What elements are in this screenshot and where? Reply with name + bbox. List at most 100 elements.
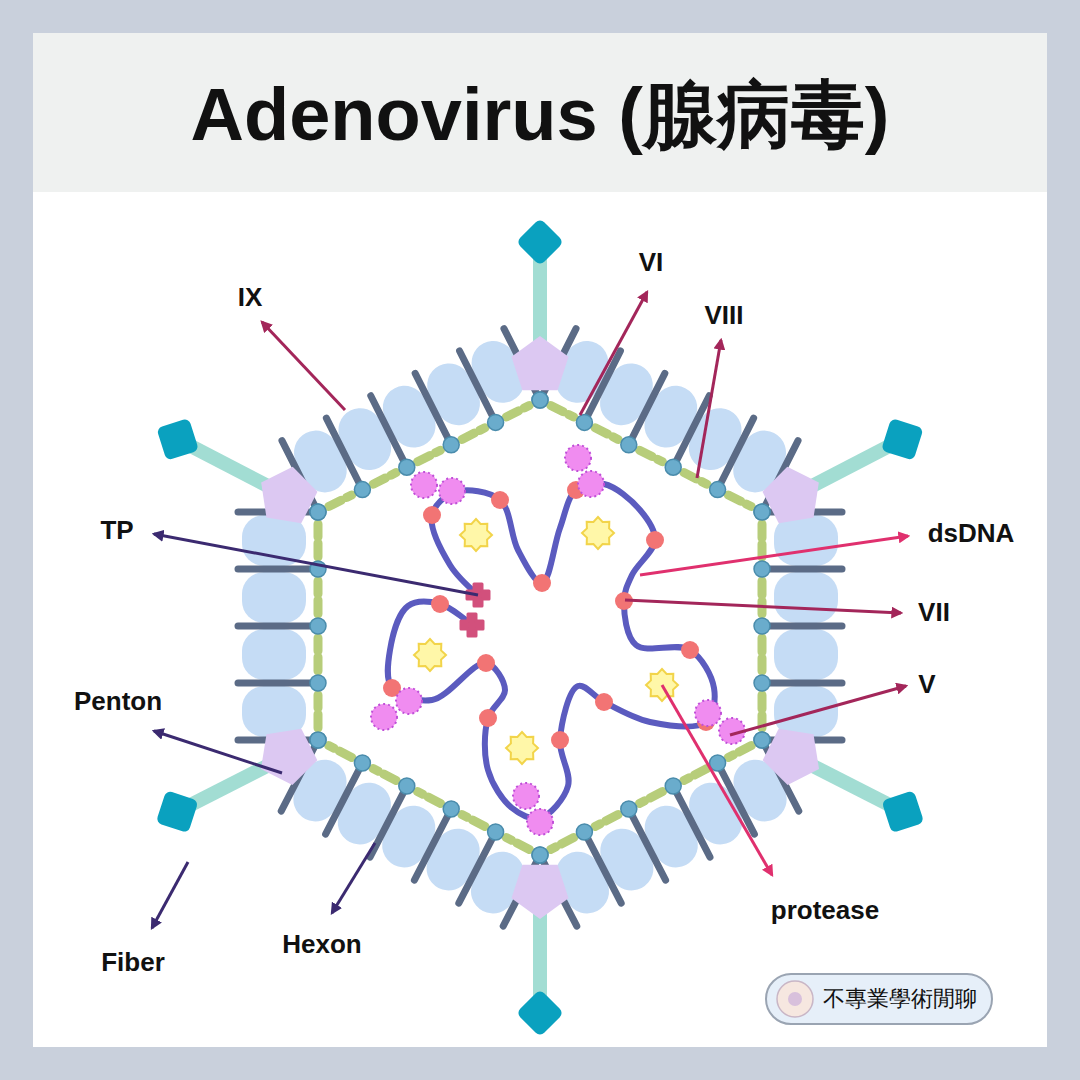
leader-line (154, 534, 478, 595)
capsid-interior (318, 400, 762, 855)
protein-vi-segment (640, 450, 663, 462)
hexon-divider (414, 814, 448, 880)
protein-vi-segment (506, 405, 529, 417)
hexon-divider (238, 680, 312, 687)
hexon (242, 572, 306, 623)
protein-dot (354, 482, 370, 498)
protein-dot (576, 414, 592, 430)
part-label: protease (771, 896, 879, 925)
protein-v (513, 783, 539, 809)
hexon-divider (676, 791, 710, 857)
title-band (33, 33, 1047, 192)
protein-vi-segment (758, 581, 767, 614)
hexon-divider (768, 566, 842, 573)
fiber-knob (156, 790, 199, 833)
hexon-divider (370, 791, 404, 857)
leader-line (262, 322, 345, 410)
leader-line (625, 600, 901, 613)
protein-vi-segment (506, 838, 529, 850)
protein-vii (595, 693, 613, 711)
hexon (242, 629, 306, 680)
penton-base (511, 865, 568, 919)
protein-dot (310, 732, 326, 748)
protein-dot (310, 732, 326, 748)
protein-v (565, 445, 591, 471)
hexon-divider (238, 566, 312, 573)
watermark-badge: 不專業學術閒聊 (765, 973, 993, 1025)
pentons (261, 336, 819, 919)
part-label: VII (918, 598, 950, 627)
protein-dot (621, 437, 637, 453)
penton-base (763, 467, 819, 523)
protein-vi-segment (595, 815, 618, 827)
protease-star (582, 517, 614, 549)
protein-dot (310, 618, 326, 634)
protein-dot (310, 504, 326, 520)
protein-vii (646, 531, 664, 549)
protein-dot (576, 824, 592, 840)
icon-cell (777, 981, 813, 1017)
hexon-divider (326, 418, 359, 484)
hexon (774, 686, 838, 737)
protein-dot (354, 755, 370, 771)
hexon-divider (587, 837, 621, 903)
icon-nucleus (788, 992, 802, 1006)
hexon (242, 515, 306, 566)
leader-line (580, 292, 647, 415)
fiber-knob (881, 790, 924, 833)
protein-dot (532, 847, 548, 863)
protein-dot (310, 675, 326, 691)
hexon-divider (720, 768, 754, 834)
part-label: VI (639, 248, 664, 277)
protein-vi-segment (373, 769, 396, 781)
protein-vi-segment (684, 769, 707, 781)
protein-dot (665, 778, 681, 794)
hexon-bars (238, 329, 842, 926)
protein-dot (754, 675, 770, 691)
dsdna-strand (388, 483, 715, 818)
fiber-knob (516, 218, 564, 266)
protein-vii (491, 491, 509, 509)
protein-dot (754, 504, 770, 520)
leader-line (730, 686, 906, 735)
part-label: Hexon (282, 930, 361, 959)
protease-star (460, 519, 492, 551)
part-label: IX (238, 283, 263, 312)
protein-vi-segment (418, 450, 441, 462)
protein-v (411, 472, 437, 498)
badge-icon (775, 979, 815, 1019)
leader-lines (152, 292, 908, 928)
protein-dot (754, 561, 770, 577)
protease-star (414, 639, 446, 671)
protein-dot (310, 504, 326, 520)
protein-vii (681, 641, 699, 659)
penton-base (261, 729, 317, 785)
hexon (774, 629, 838, 680)
fibers (156, 218, 924, 1037)
protein-vii (533, 574, 551, 592)
protein-vi-segment (551, 405, 574, 417)
protein-vi-segment (329, 746, 352, 758)
protein-dot (399, 459, 415, 475)
protease-star (506, 732, 538, 764)
protein-vi-segment (462, 815, 485, 827)
protein-vii (423, 506, 441, 524)
hexon-divider (415, 373, 448, 439)
leader-line (640, 536, 908, 575)
part-label: dsDNA (928, 519, 1015, 548)
protein-dot (710, 482, 726, 498)
protein-vi-segment (758, 524, 767, 557)
part-label: Penton (74, 687, 162, 716)
fiber-knob (516, 989, 564, 1037)
part-label: V (918, 670, 935, 699)
protein-vi-segment (728, 495, 751, 507)
penton-base (261, 467, 317, 523)
protein-v (396, 688, 422, 714)
protein-vi-segment (417, 792, 440, 804)
protein-v (439, 478, 465, 504)
hexon-divider (460, 351, 493, 417)
title: Adenovirus (腺病毒) (191, 78, 890, 152)
protein-vi-segment (758, 638, 767, 671)
part-label: VIII (704, 301, 743, 330)
